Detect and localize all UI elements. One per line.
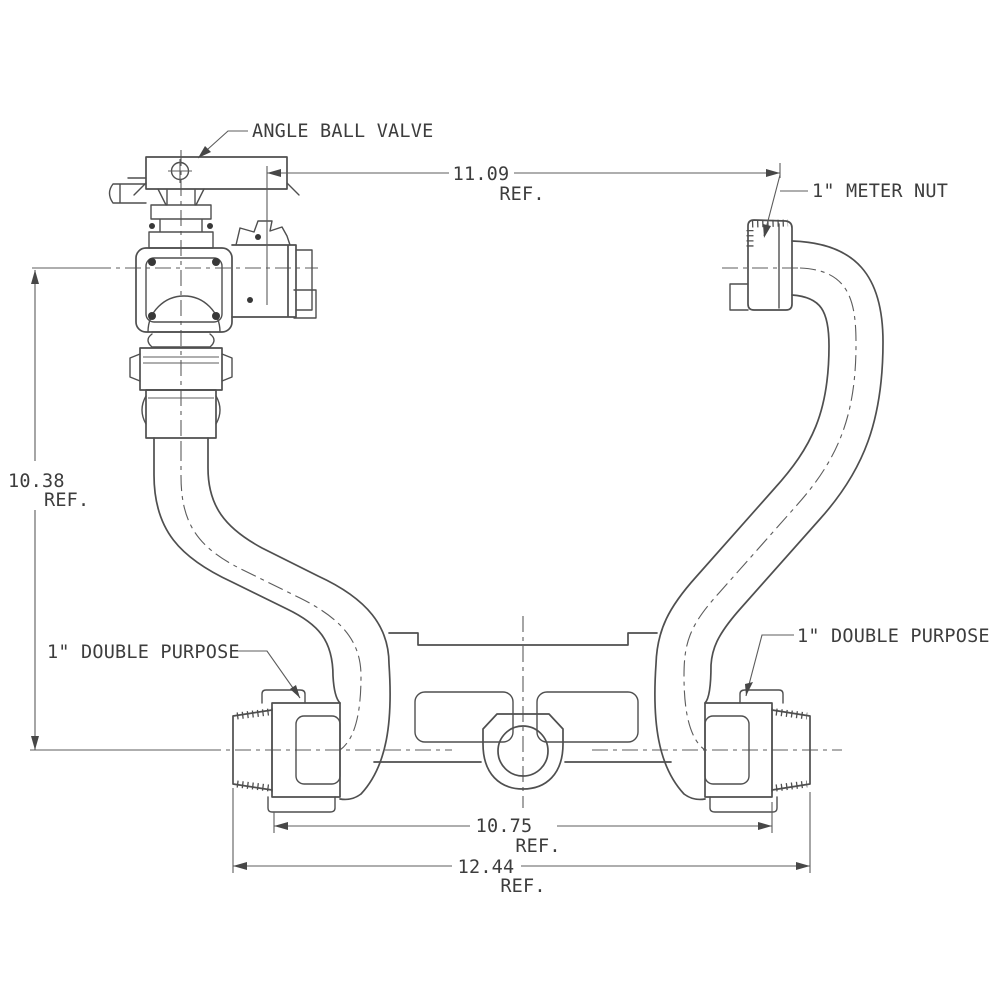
leader-arrow xyxy=(290,685,300,698)
yoke-center-boss xyxy=(482,713,564,790)
meter-nut-label: 1" METER NUT xyxy=(812,181,948,202)
left-union-lug-bottom xyxy=(267,796,336,813)
seal-dot xyxy=(149,223,155,229)
yoke-top-shoulder xyxy=(388,632,658,646)
angle-ball-valve xyxy=(108,156,317,439)
side-stub xyxy=(108,177,147,204)
wing-tab-right xyxy=(221,353,233,382)
wing-tab-left xyxy=(129,353,141,382)
left-union-fitting xyxy=(232,689,341,813)
dim-arrow-right xyxy=(796,862,810,870)
outlet-barrel xyxy=(231,244,297,318)
dimension-top-span: 11.09 REF. xyxy=(267,164,780,205)
wing-nut xyxy=(139,347,223,391)
label-double-purpose-left: 1" DOUBLE PURPOSE xyxy=(47,642,301,699)
yoke-slot-left xyxy=(414,691,514,743)
dimension-overall-span: 12.44 REF. xyxy=(233,857,810,897)
valve-body-inner xyxy=(145,257,223,323)
ball-dome xyxy=(147,295,221,333)
left-thread-hatch-bottom xyxy=(236,780,270,792)
dim-arrow-right xyxy=(766,169,780,177)
dim-top-span-value: 11.09 xyxy=(453,164,510,185)
left-pipe-outer-edge xyxy=(153,437,341,704)
left-pipe-centerline xyxy=(180,445,362,751)
leader-arrow xyxy=(745,682,753,696)
leader-arrow xyxy=(198,146,211,158)
dim-arrow-up xyxy=(31,270,39,284)
bracket-flare-right xyxy=(286,182,300,196)
outlet-foot xyxy=(293,289,317,319)
dim-vertical-ref: REF. xyxy=(44,490,89,511)
dim-top-span-ref: REF. xyxy=(499,184,544,205)
dim-arrow-left xyxy=(274,822,288,830)
outlet-lugs xyxy=(235,220,291,246)
dim-inner-span-ref: REF. xyxy=(515,836,560,857)
seal-dot xyxy=(212,312,220,320)
packing-flange xyxy=(148,204,214,249)
leader-line xyxy=(763,174,808,237)
leader-arrow xyxy=(763,224,771,238)
right-union-lug-top xyxy=(739,689,784,704)
right-union-lug-bottom xyxy=(709,796,778,813)
yoke-slot-right xyxy=(536,691,639,743)
dimension-inner-span: 10.75 REF. xyxy=(274,816,772,857)
meter-nut-notch xyxy=(729,283,749,311)
right-male-thread xyxy=(771,709,811,791)
leader-line xyxy=(235,650,301,699)
dim-overall-span-value: 12.44 xyxy=(458,857,515,878)
meter-nut xyxy=(729,219,793,311)
seal-dot xyxy=(207,223,213,229)
meter-nut-body xyxy=(747,219,793,311)
label-angle-ball-valve: ANGLE BALL VALVE xyxy=(197,121,433,159)
right-pipe-centerline xyxy=(683,267,857,751)
dim-vertical-value: 10.38 xyxy=(8,471,65,492)
lower-collar xyxy=(147,331,215,348)
label-meter-nut: 1" METER NUT xyxy=(763,174,948,238)
right-thread-hatch-bottom xyxy=(775,780,808,792)
dim-arrow-left xyxy=(233,862,247,870)
right-union-hex xyxy=(704,715,750,785)
yoke-center-hole xyxy=(497,725,549,777)
dim-arrow-down xyxy=(31,736,39,750)
label-double-purpose-right: 1" DOUBLE PURPOSE xyxy=(745,626,990,697)
right-pipe xyxy=(654,240,884,801)
extension-lines xyxy=(30,163,811,873)
dim-arrow-left xyxy=(267,169,281,177)
dimension-vertical: 10.38 REF. xyxy=(8,270,89,750)
right-pipe-inner-edge xyxy=(654,294,830,801)
right-thread-hatch-top xyxy=(775,708,808,720)
leader-line xyxy=(745,634,794,697)
left-union-hex xyxy=(295,715,341,785)
wing-nut-lines xyxy=(143,356,219,364)
angle-ball-valve-label: ANGLE BALL VALVE xyxy=(252,121,433,142)
lower-union-bulges xyxy=(141,395,221,425)
double-purpose-left-label: 1" DOUBLE PURPOSE xyxy=(47,642,240,663)
seal-dot xyxy=(255,234,261,240)
left-pipe xyxy=(153,437,391,801)
meter-yoke xyxy=(373,632,672,790)
left-thread-hatch-top xyxy=(236,708,270,720)
outlet-cap xyxy=(295,249,313,311)
seal-dot xyxy=(212,258,220,266)
left-pipe-inner-edge xyxy=(207,437,391,801)
bracket-plate xyxy=(145,156,288,190)
seal-dot xyxy=(247,297,253,303)
bracket-hole-cross xyxy=(168,159,192,183)
dim-overall-span-ref: REF. xyxy=(500,876,545,897)
dim-inner-span-value: 10.75 xyxy=(476,816,533,837)
meter-nut-thread-hatch xyxy=(751,219,789,228)
dim-arrow-right xyxy=(758,822,772,830)
right-pipe-outer-edge xyxy=(704,240,884,704)
seal-dot xyxy=(148,312,156,320)
right-union-fitting xyxy=(704,689,811,813)
valve-stem xyxy=(157,188,205,206)
seal-dot xyxy=(148,258,156,266)
double-purpose-right-label: 1" DOUBLE PURPOSE xyxy=(797,626,990,647)
lower-union-nut xyxy=(145,389,217,439)
left-union-lug-top xyxy=(261,689,306,704)
bracket-flare-left xyxy=(133,182,147,196)
